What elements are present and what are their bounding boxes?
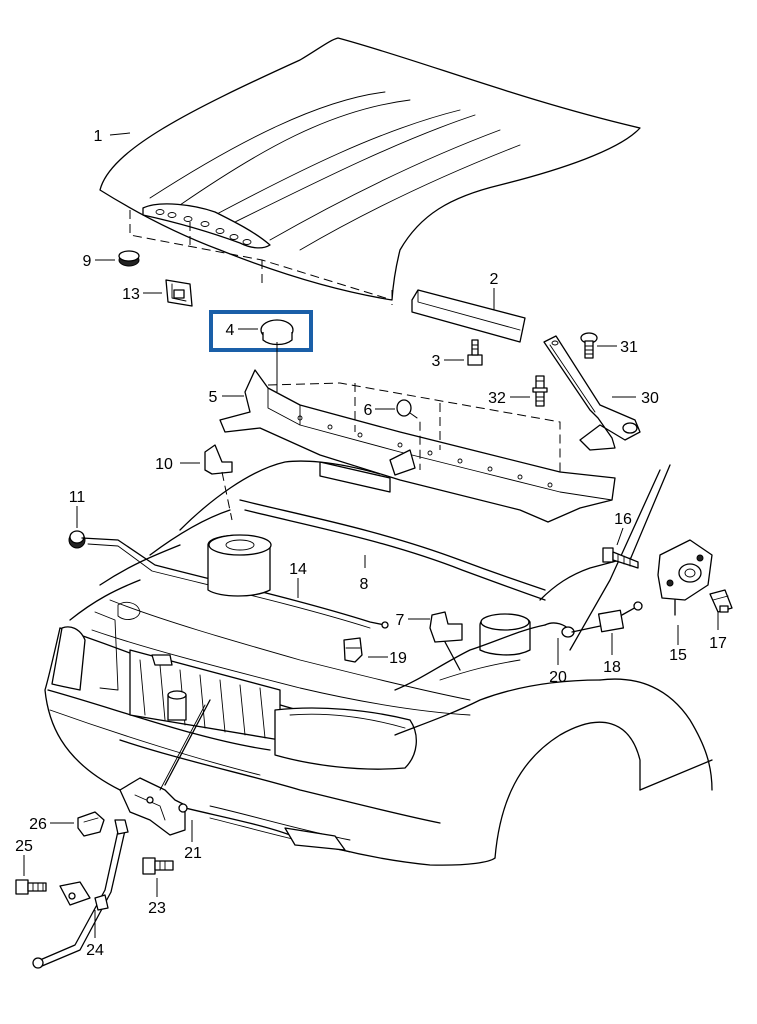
callout-26[interactable]: 26 [29,816,47,833]
callout-labels: 1234567891011131415161718192021232425263… [15,128,727,959]
bolt-part-25[interactable] [15,879,47,895]
bolt-part-23[interactable] [142,857,174,875]
callout-31[interactable]: 31 [620,339,638,356]
callout-17[interactable]: 17 [709,635,727,652]
callout-18[interactable]: 18 [603,659,621,676]
callout-11[interactable]: 11 [69,489,86,506]
callout-9[interactable]: 9 [83,253,92,270]
cable-part-20[interactable] [394,622,575,691]
callout-25[interactable]: 25 [15,838,33,855]
seal-strip-part-2[interactable] [411,289,526,343]
cowl-panel-part-5[interactable] [219,369,616,523]
callout-13[interactable]: 13 [122,286,140,303]
cap-part-9[interactable] [118,250,140,267]
clip-part-10[interactable] [204,444,233,521]
seal-part-8[interactable] [239,499,546,601]
callout-16[interactable]: 16 [614,511,632,528]
release-rod-part-24[interactable] [32,819,129,969]
callout-24[interactable]: 24 [86,942,104,959]
bolt-part-17[interactable] [709,589,733,613]
highlight-box [209,310,313,352]
callout-30[interactable]: 30 [641,390,659,407]
screw-part-31[interactable] [580,332,598,359]
callout-5[interactable]: 5 [209,389,218,406]
callout-10[interactable]: 10 [155,456,173,473]
hood-part-1[interactable] [99,37,641,305]
callout-2[interactable]: 2 [490,271,499,288]
bolt-part-3[interactable] [467,339,483,366]
hinge-part-30[interactable] [543,335,641,451]
callout-8[interactable]: 8 [360,576,369,593]
callout-32[interactable]: 32 [488,390,506,407]
grommet-part-6[interactable] [396,399,421,470]
callout-23[interactable]: 23 [148,900,166,917]
callout-15[interactable]: 15 [669,647,687,664]
callout-19[interactable]: 19 [389,650,407,667]
callout-1[interactable]: 1 [94,128,103,145]
callout-4[interactable]: 4 [226,322,235,339]
cable-end-part-18[interactable] [571,601,643,633]
callout-7[interactable]: 7 [396,612,405,629]
leader-lines [23,132,719,938]
bolt-part-16[interactable] [602,547,639,569]
grommet-part-11[interactable] [68,530,86,549]
clip-part-7[interactable] [429,611,463,671]
latch-part-21[interactable] [119,699,211,836]
callout-21[interactable]: 21 [184,845,202,862]
clip-part-19[interactable] [343,637,363,663]
clip-part-26[interactable] [77,811,105,837]
car-body [44,460,713,866]
callout-14[interactable]: 14 [289,561,307,578]
callout-6[interactable]: 6 [364,402,373,419]
callout-20[interactable]: 20 [549,669,567,686]
stud-part-32[interactable] [532,375,548,407]
cap-part-4[interactable] [260,319,294,346]
clip-part-13[interactable] [165,279,193,307]
lock-part-15[interactable] [657,539,713,616]
callout-3[interactable]: 3 [432,353,441,370]
